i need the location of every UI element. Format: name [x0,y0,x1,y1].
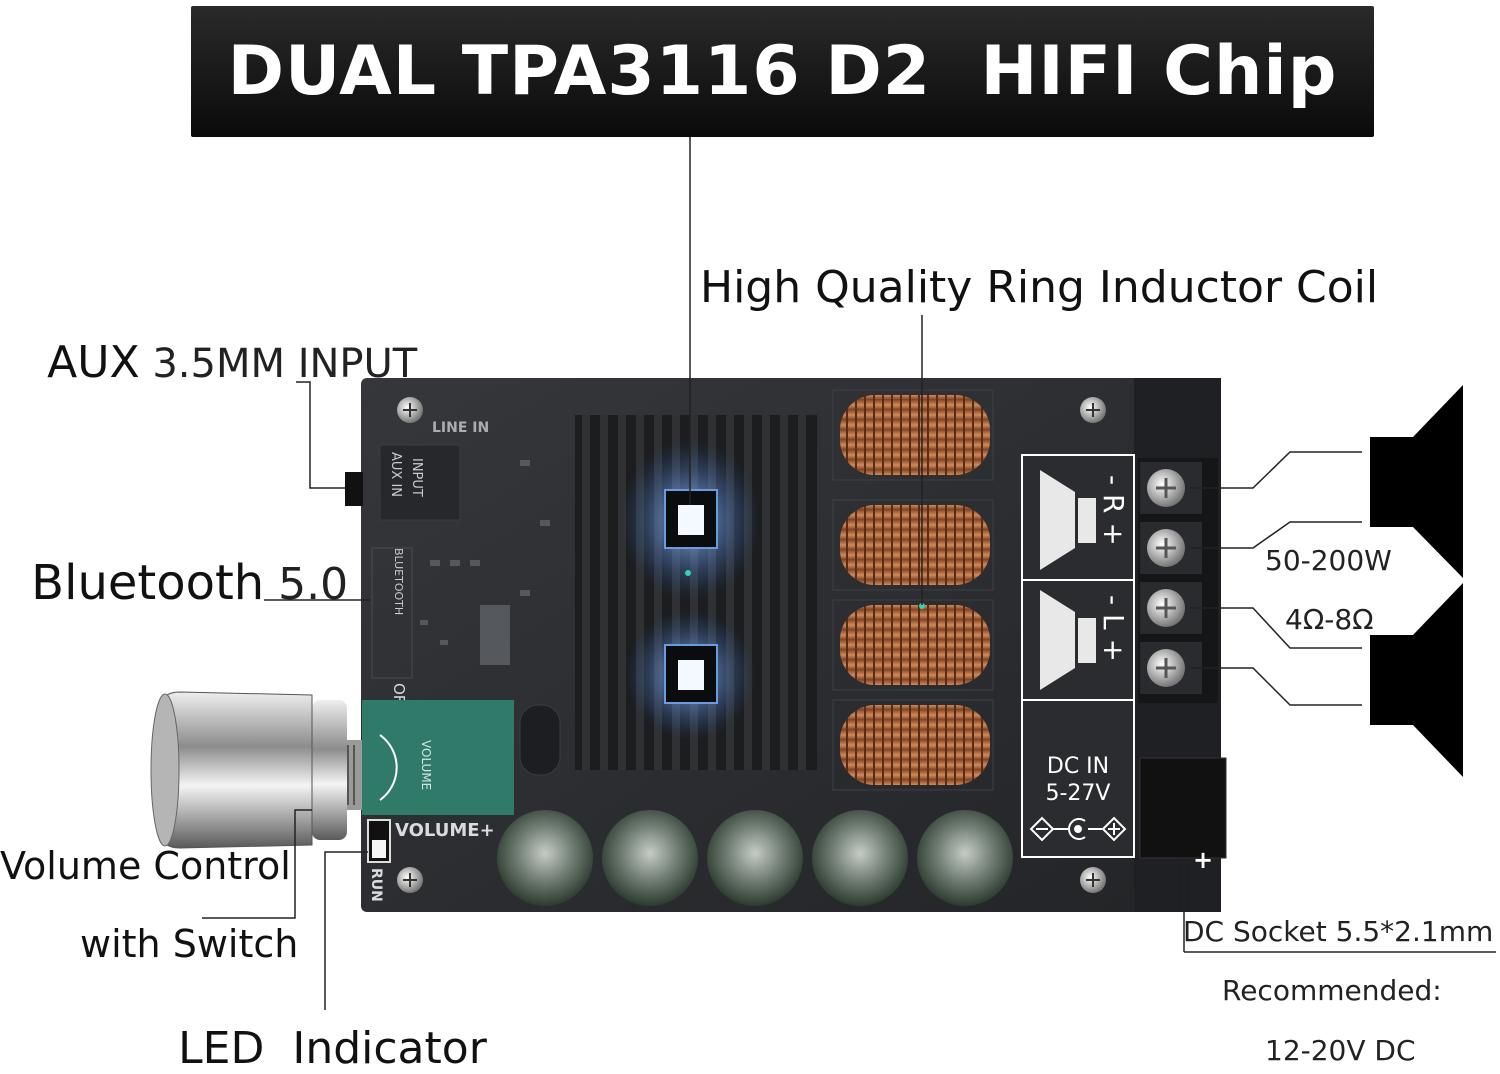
bluetooth-callout-rest: 5.0 [264,559,349,610]
input-silkscreen: INPUT [409,458,424,497]
led-callout-rest: Indicator [264,1023,487,1074]
volume-callout-line1: Volume Control [0,844,291,888]
aux-in-silkscreen: AUX IN [388,452,403,497]
voltage-range-label: 5-27V [1046,781,1111,806]
speaker-icon-left [1370,583,1463,777]
dc-socket [1139,757,1227,859]
aux-jack [345,472,363,506]
aux-callout-bold: AUX [47,337,140,388]
speaker-icon-right [1370,385,1463,578]
bluetooth-callout-bold: Bluetooth [31,555,265,611]
bluetooth-callout: Bluetooth 5.0 [21,536,348,611]
smd-components [420,460,550,665]
tpa3116-chips [620,440,760,740]
r-channel-label: - R + [1097,475,1130,546]
power-callout: 50-200W [1265,544,1392,577]
volume-silkscreen: VOLUME [419,740,433,790]
volume-callout-line2: with Switch [80,922,299,966]
dc-socket-callout: DC Socket 5.5*2.1mm [1183,915,1494,948]
screw-terminals [1138,458,1218,703]
aux-input-callout: AUX 3.5MM INPUT [37,318,417,388]
leader-lines [202,137,1496,1010]
volume-module [362,700,514,815]
speaker-terminal-panel: - R + - L + DC IN 5-27V [1021,454,1135,858]
mounting-screws [397,397,1106,893]
bluetooth-module [371,547,413,679]
dc-plus-label: + [1193,846,1213,874]
dc-in-label: DC IN [1047,754,1109,779]
run-silkscreen: RUN [368,868,384,902]
l-channel-label: - L + [1097,595,1130,662]
title-banner: DUAL TPA3116 D2 HIFI Chip [191,6,1374,137]
inductor-coils [832,389,994,791]
volume-plus-silkscreen: VOLUME+ [395,820,495,841]
led-callout: LED Indicator [168,1004,487,1074]
title: DUAL TPA3116 D2 HIFI Chip [227,32,1338,111]
led-callout-bold: LED [178,1023,265,1074]
volume-knob [150,691,362,849]
impedance-callout: 4Ω-8Ω [1285,603,1374,636]
inductor-callout: High Quality Ring Inductor Coil [700,262,1379,313]
recommended-value-callout: 12-20V DC [1265,1034,1416,1067]
polarity-symbol [1029,816,1127,842]
aux-callout-rest: 3.5MM INPUT [139,341,418,387]
recommended-callout: Recommended: [1222,974,1442,1007]
line-in-silkscreen: LINE IN [432,420,489,436]
capacitors [497,810,1013,906]
bluetooth-silkscreen: BLUETOOTH [392,548,405,615]
